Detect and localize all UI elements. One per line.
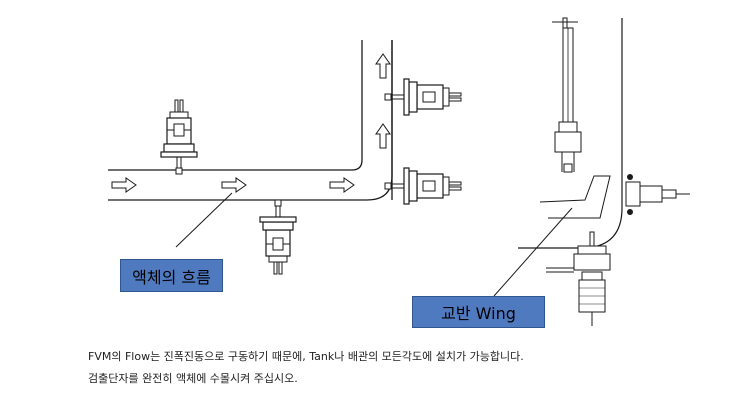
sensor-side-lower — [384, 167, 462, 205]
sensor-bottom-mounted — [259, 199, 297, 275]
wing-pointer-line — [493, 207, 573, 297]
sensor-top-mounted — [160, 99, 198, 175]
sensor-long-probe — [552, 17, 582, 173]
flow-pointer-line — [175, 192, 233, 248]
sensor-tank-side — [625, 174, 690, 215]
liquid-flow-label: 액체의 흐름 — [120, 259, 223, 292]
pipe-system — [108, 40, 393, 201]
description-line-1: FVM의 Flow는 진폭진동으로 구동하기 때문에, Tank나 배관의 모든… — [88, 350, 524, 363]
stirring-wing-label: 교반 Wing — [412, 296, 545, 328]
flow-arrows — [111, 53, 391, 193]
sensor-side-upper — [384, 78, 462, 116]
description-line-2: 검출단자를 완전히 액체에 수몰시켜 주십시오. — [88, 372, 298, 385]
sensor-tank-bottom — [546, 231, 611, 326]
